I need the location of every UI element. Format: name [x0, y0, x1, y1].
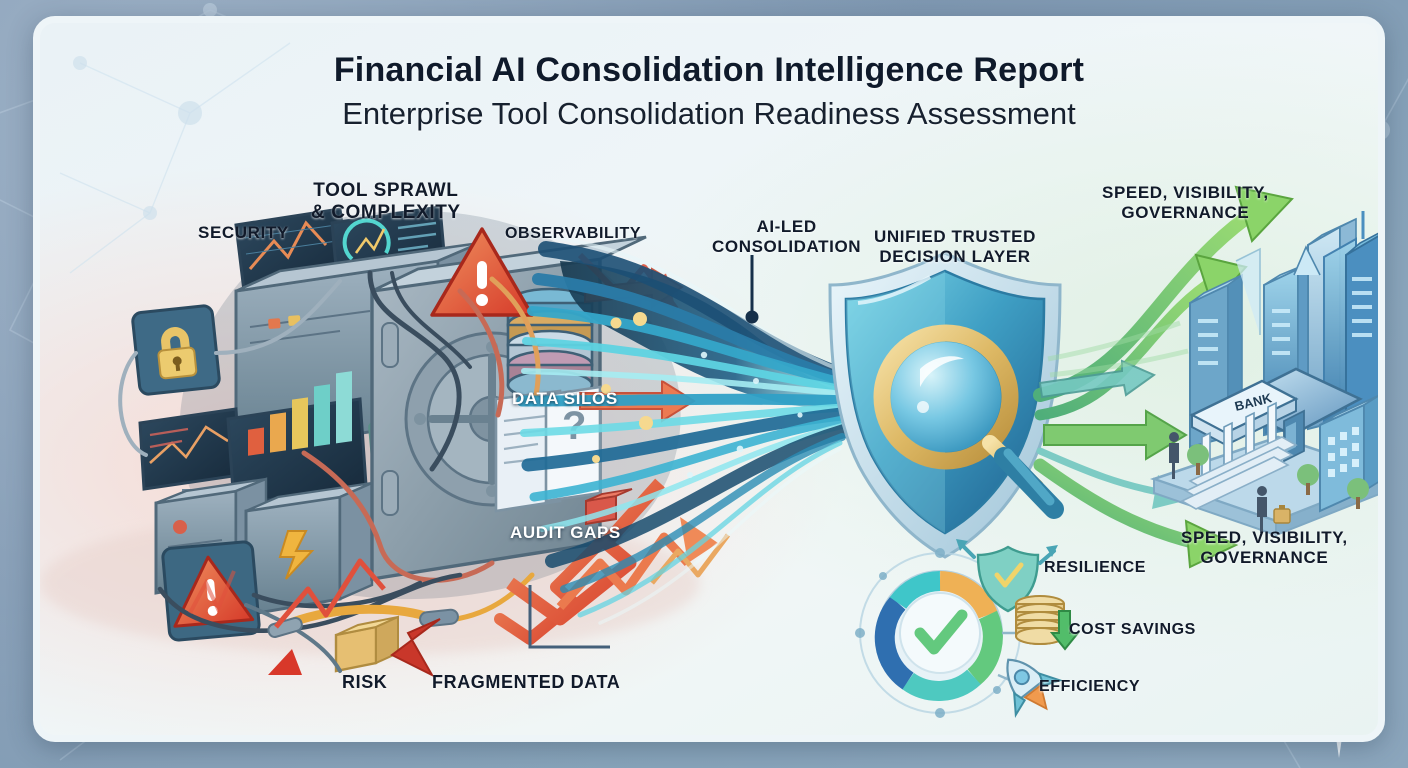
label-resilience: RESILIENCE	[1044, 559, 1147, 576]
coin-stack-down-arrow-icon	[1015, 595, 1081, 651]
shield-magnifier-icon	[828, 251, 1064, 559]
report-header: Financial AI Consolidation Intelligence …	[40, 51, 1378, 132]
label-data-silos: DATA SILOS	[512, 389, 618, 408]
label-security: SECURITY	[198, 223, 289, 242]
label-unified-decision-layer: UNIFIED TRUSTED DECISION LAYER	[874, 227, 1036, 266]
page-title: Financial AI Consolidation Intelligence …	[333, 51, 1085, 89]
label-efficiency: EFFICIENCY	[1039, 678, 1141, 695]
tree-icon	[1187, 444, 1369, 509]
data-flow-streams	[516, 233, 878, 625]
label-risk: RISK	[342, 672, 388, 692]
label-audit-gaps: AUDIT GAPS	[510, 523, 621, 542]
padlock-icon	[131, 304, 221, 396]
bank-city-icon: BANK	[1149, 211, 1378, 537]
growth-arrows	[1033, 185, 1294, 569]
check-gauge-icon	[874, 570, 1003, 701]
box-icon	[334, 615, 399, 673]
label-fragmented-data: FRAGMENTED DATA	[432, 672, 621, 692]
report-card: Financial AI Consolidation Intelligence …	[33, 16, 1385, 742]
label-observability: OBSERVABILITY	[505, 225, 642, 242]
ai-led-pointer	[745, 255, 759, 324]
metrics-cluster	[855, 539, 1081, 719]
main-illustration: ?	[40, 185, 1378, 719]
person-icon	[1169, 432, 1267, 533]
page-subtitle: Enterprise Tool Consolidation Readiness …	[342, 96, 1076, 132]
label-tool-sprawl: TOOL SPRAWL & COMPLEXITY	[311, 180, 461, 223]
briefcase-icon	[1273, 505, 1291, 524]
cable-icon	[118, 270, 541, 673]
label-ai-led-consolidation: AI-LED CONSOLIDATION	[712, 217, 862, 256]
rocket-icon	[1006, 658, 1064, 719]
label-speed-visibility-governance-top: SPEED, VISIBILITY, GOVERNANCE	[1102, 183, 1269, 222]
label-speed-visibility-governance-bottom: SPEED, VISIBILITY, GOVERNANCE	[1181, 528, 1348, 567]
label-cost-savings: COST SAVINGS	[1069, 621, 1196, 638]
